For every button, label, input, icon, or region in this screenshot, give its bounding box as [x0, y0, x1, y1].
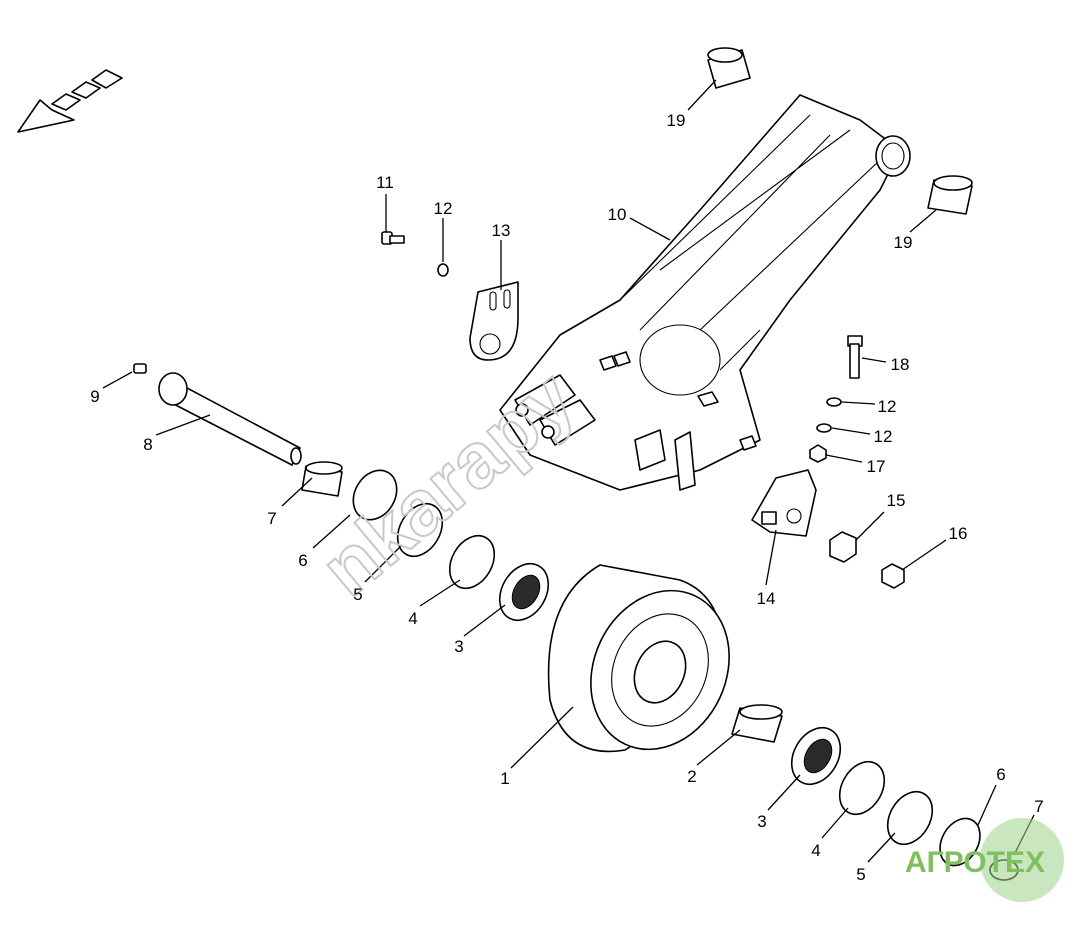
- callout-5-right: 5: [856, 865, 865, 884]
- spacer-part: [731, 704, 783, 743]
- callout-labels: 1 2 3 3 4 4 5 5 6 6 7 7 8 9 10 11 12 12 …: [90, 111, 1043, 884]
- washer-12-part: [437, 263, 449, 277]
- callout-9: 9: [90, 387, 99, 406]
- callout-4-left: 4: [408, 609, 417, 628]
- direction-arrow-icon: [17, 69, 123, 133]
- callout-18: 18: [891, 355, 910, 374]
- callout-10: 10: [608, 205, 627, 224]
- snap-ring-6-right-part: [939, 817, 981, 867]
- callout-19-top: 19: [667, 111, 686, 130]
- callout-14: 14: [757, 589, 776, 608]
- axle-pin-part: [158, 372, 302, 466]
- callout-2: 2: [687, 767, 696, 786]
- callout-4-right: 4: [811, 841, 820, 860]
- callout-19-right: 19: [894, 233, 913, 252]
- logo-text: АГРОТЕХ: [905, 846, 1045, 879]
- watermark-text: nkarapy: [304, 353, 590, 613]
- wheel-part: [547, 564, 730, 753]
- nut-15-part: [829, 531, 857, 563]
- callout-6-left: 6: [298, 551, 307, 570]
- callout-1: 1: [500, 769, 509, 788]
- bushing-top-part: [707, 47, 751, 89]
- bolt-9-part: [133, 363, 147, 374]
- seal-5-left-part: [396, 502, 444, 558]
- callout-7-left: 7: [267, 509, 276, 528]
- callout-12-top: 12: [434, 199, 453, 218]
- agrotech-logo: АГРОТЕХ: [905, 818, 1064, 902]
- callout-3-left: 3: [454, 637, 463, 656]
- callout-17: 17: [867, 457, 886, 476]
- nut-17-part: [809, 444, 827, 463]
- seal-4-right-part: [838, 760, 886, 816]
- callout-8: 8: [143, 435, 152, 454]
- seal-5-right-part: [886, 790, 934, 846]
- callout-5-left: 5: [353, 585, 362, 604]
- callout-16: 16: [949, 524, 968, 543]
- callout-6-right: 6: [996, 765, 1005, 784]
- bolt-11-part: [381, 231, 405, 245]
- bushing-right-part: [927, 175, 973, 215]
- callout-7-right: 7: [1034, 797, 1043, 816]
- leader-lines: [102, 79, 1035, 863]
- snap-ring-6-left-part: [352, 469, 398, 521]
- block-14-part: [751, 469, 817, 537]
- callout-3-right: 3: [757, 812, 766, 831]
- nut-16-part: [881, 563, 905, 589]
- bolt-18-part: [847, 335, 863, 379]
- callout-15: 15: [887, 491, 906, 510]
- bearing-3-left-part: [498, 562, 550, 622]
- bushing-7-left-part: [301, 461, 343, 497]
- callout-12-mid: 12: [878, 397, 897, 416]
- callout-13: 13: [492, 221, 511, 240]
- bearing-3-right-part: [790, 726, 842, 786]
- callout-11: 11: [376, 173, 394, 192]
- washer-12a-part: [826, 397, 842, 407]
- swing-arm-part: [499, 94, 911, 491]
- bracket-plate-part: [469, 281, 519, 361]
- callout-12-low: 12: [874, 427, 893, 446]
- seal-4-left-part: [448, 534, 496, 590]
- washer-12b-part: [816, 423, 832, 433]
